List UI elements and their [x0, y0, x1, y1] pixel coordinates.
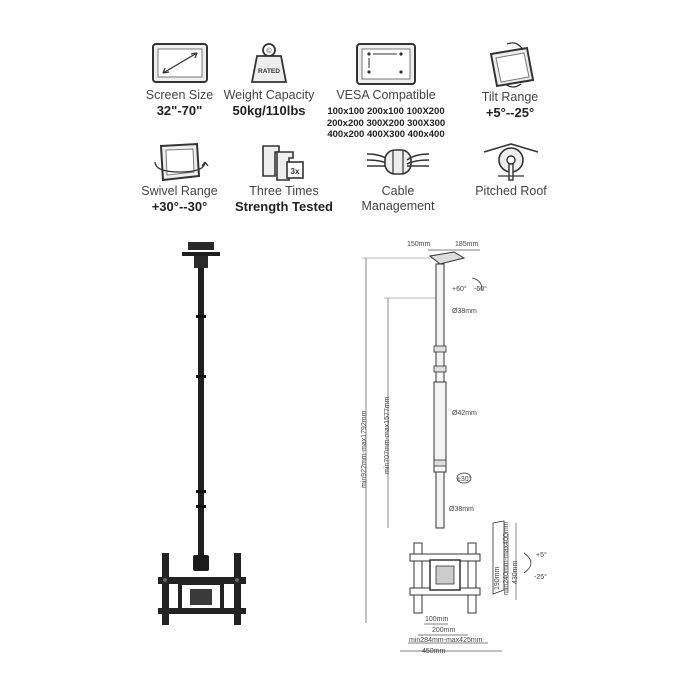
svg-text:©: © [266, 47, 272, 55]
vesa-line-2: 200x200 300X200 300X300 [326, 117, 446, 129]
dim-pole-low: Ø38mm [449, 506, 474, 513]
feature-pitched-roof: Pitched Roof [466, 140, 556, 199]
dim-pole-top: Ø38mm [452, 308, 477, 315]
product-image [158, 242, 246, 625]
dim-w100: 100mm [425, 616, 449, 623]
vesa-icon [356, 43, 416, 85]
dim-tilt-minus: -25° [534, 574, 547, 581]
dim-w-range: min284mm-max425mm [409, 637, 483, 644]
feature-screen-size: Screen Size 32"-70" [132, 40, 227, 118]
feature-swivel-range: Swivel Range +30°--30° [132, 140, 227, 214]
cable-label-1: Cable [381, 184, 415, 198]
feature-tilt-range: Tilt Range +5°--25° [464, 40, 556, 120]
pitched-roof-icon [483, 143, 539, 181]
swivel-icon [153, 142, 209, 182]
tilt-range-value: +5°--25° [485, 105, 535, 120]
feature-weight-capacity: © RATED Weight Capacity 50kg/110lbs [216, 40, 322, 118]
dim-plate-height: 430mm [512, 560, 519, 584]
cable-label-2: Management [361, 199, 435, 213]
pitched-roof-label: Pitched Roof [475, 184, 547, 198]
dim-top-plate-a: 150mm [407, 241, 431, 248]
feature-strength: 3x Three Times Strength Tested [222, 140, 346, 214]
dim-pole-mid: Ø42mm [452, 410, 477, 417]
strength-value: Strength Tested [235, 199, 333, 214]
dim-top-plate-b: 185mm [455, 241, 479, 248]
strength-label: Three Times [249, 184, 319, 198]
swivel-range-value: +30°--30° [151, 199, 208, 214]
dim-overall-height: min922mm-max1792mm [361, 410, 368, 488]
vesa-label: VESA Compatible [336, 88, 436, 102]
screen-size-label: Screen Size [145, 88, 214, 102]
dim-rot-plus: +60° [452, 286, 467, 293]
strength-icon: 3x [262, 145, 304, 181]
dim-tilt-plus: +5° [536, 552, 547, 559]
vesa-line-1: 100x100 200x100 100X200 [327, 106, 445, 117]
technical-drawing [362, 249, 532, 652]
feature-vesa: VESA Compatible 100x100 200x100 100X200 … [322, 40, 450, 141]
rated-badge: RATED [258, 68, 280, 75]
dim-pole-height: min707mm-max1577mm [384, 396, 391, 474]
weight-capacity-label: Weight Capacity [223, 88, 315, 102]
tilt-icon [489, 42, 535, 88]
dim-w200: 200mm [432, 627, 456, 634]
dim-plate-range: min240mm-max400mm [503, 521, 510, 595]
vesa-line-3: 400x200 400X300 400x400 [327, 129, 445, 140]
weight-capacity-value: 50kg/110lbs [232, 103, 306, 118]
tilt-range-label: Tilt Range [481, 90, 539, 104]
dim-plate-inner: 190mm [494, 566, 501, 590]
dim-w450: 450mm [422, 648, 446, 655]
dim-rot-minus: -60° [474, 286, 487, 293]
dim-swivel: ±30° [457, 476, 472, 483]
swivel-range-label: Swivel Range [141, 184, 218, 198]
three-times-badge: 3x [291, 167, 300, 176]
screen-size-value: 32"-70" [156, 103, 203, 118]
screen-size-icon [151, 43, 208, 83]
feature-cable: Cable Management [350, 140, 446, 214]
weight-icon: © RATED [250, 43, 288, 83]
cable-icon [366, 149, 430, 175]
